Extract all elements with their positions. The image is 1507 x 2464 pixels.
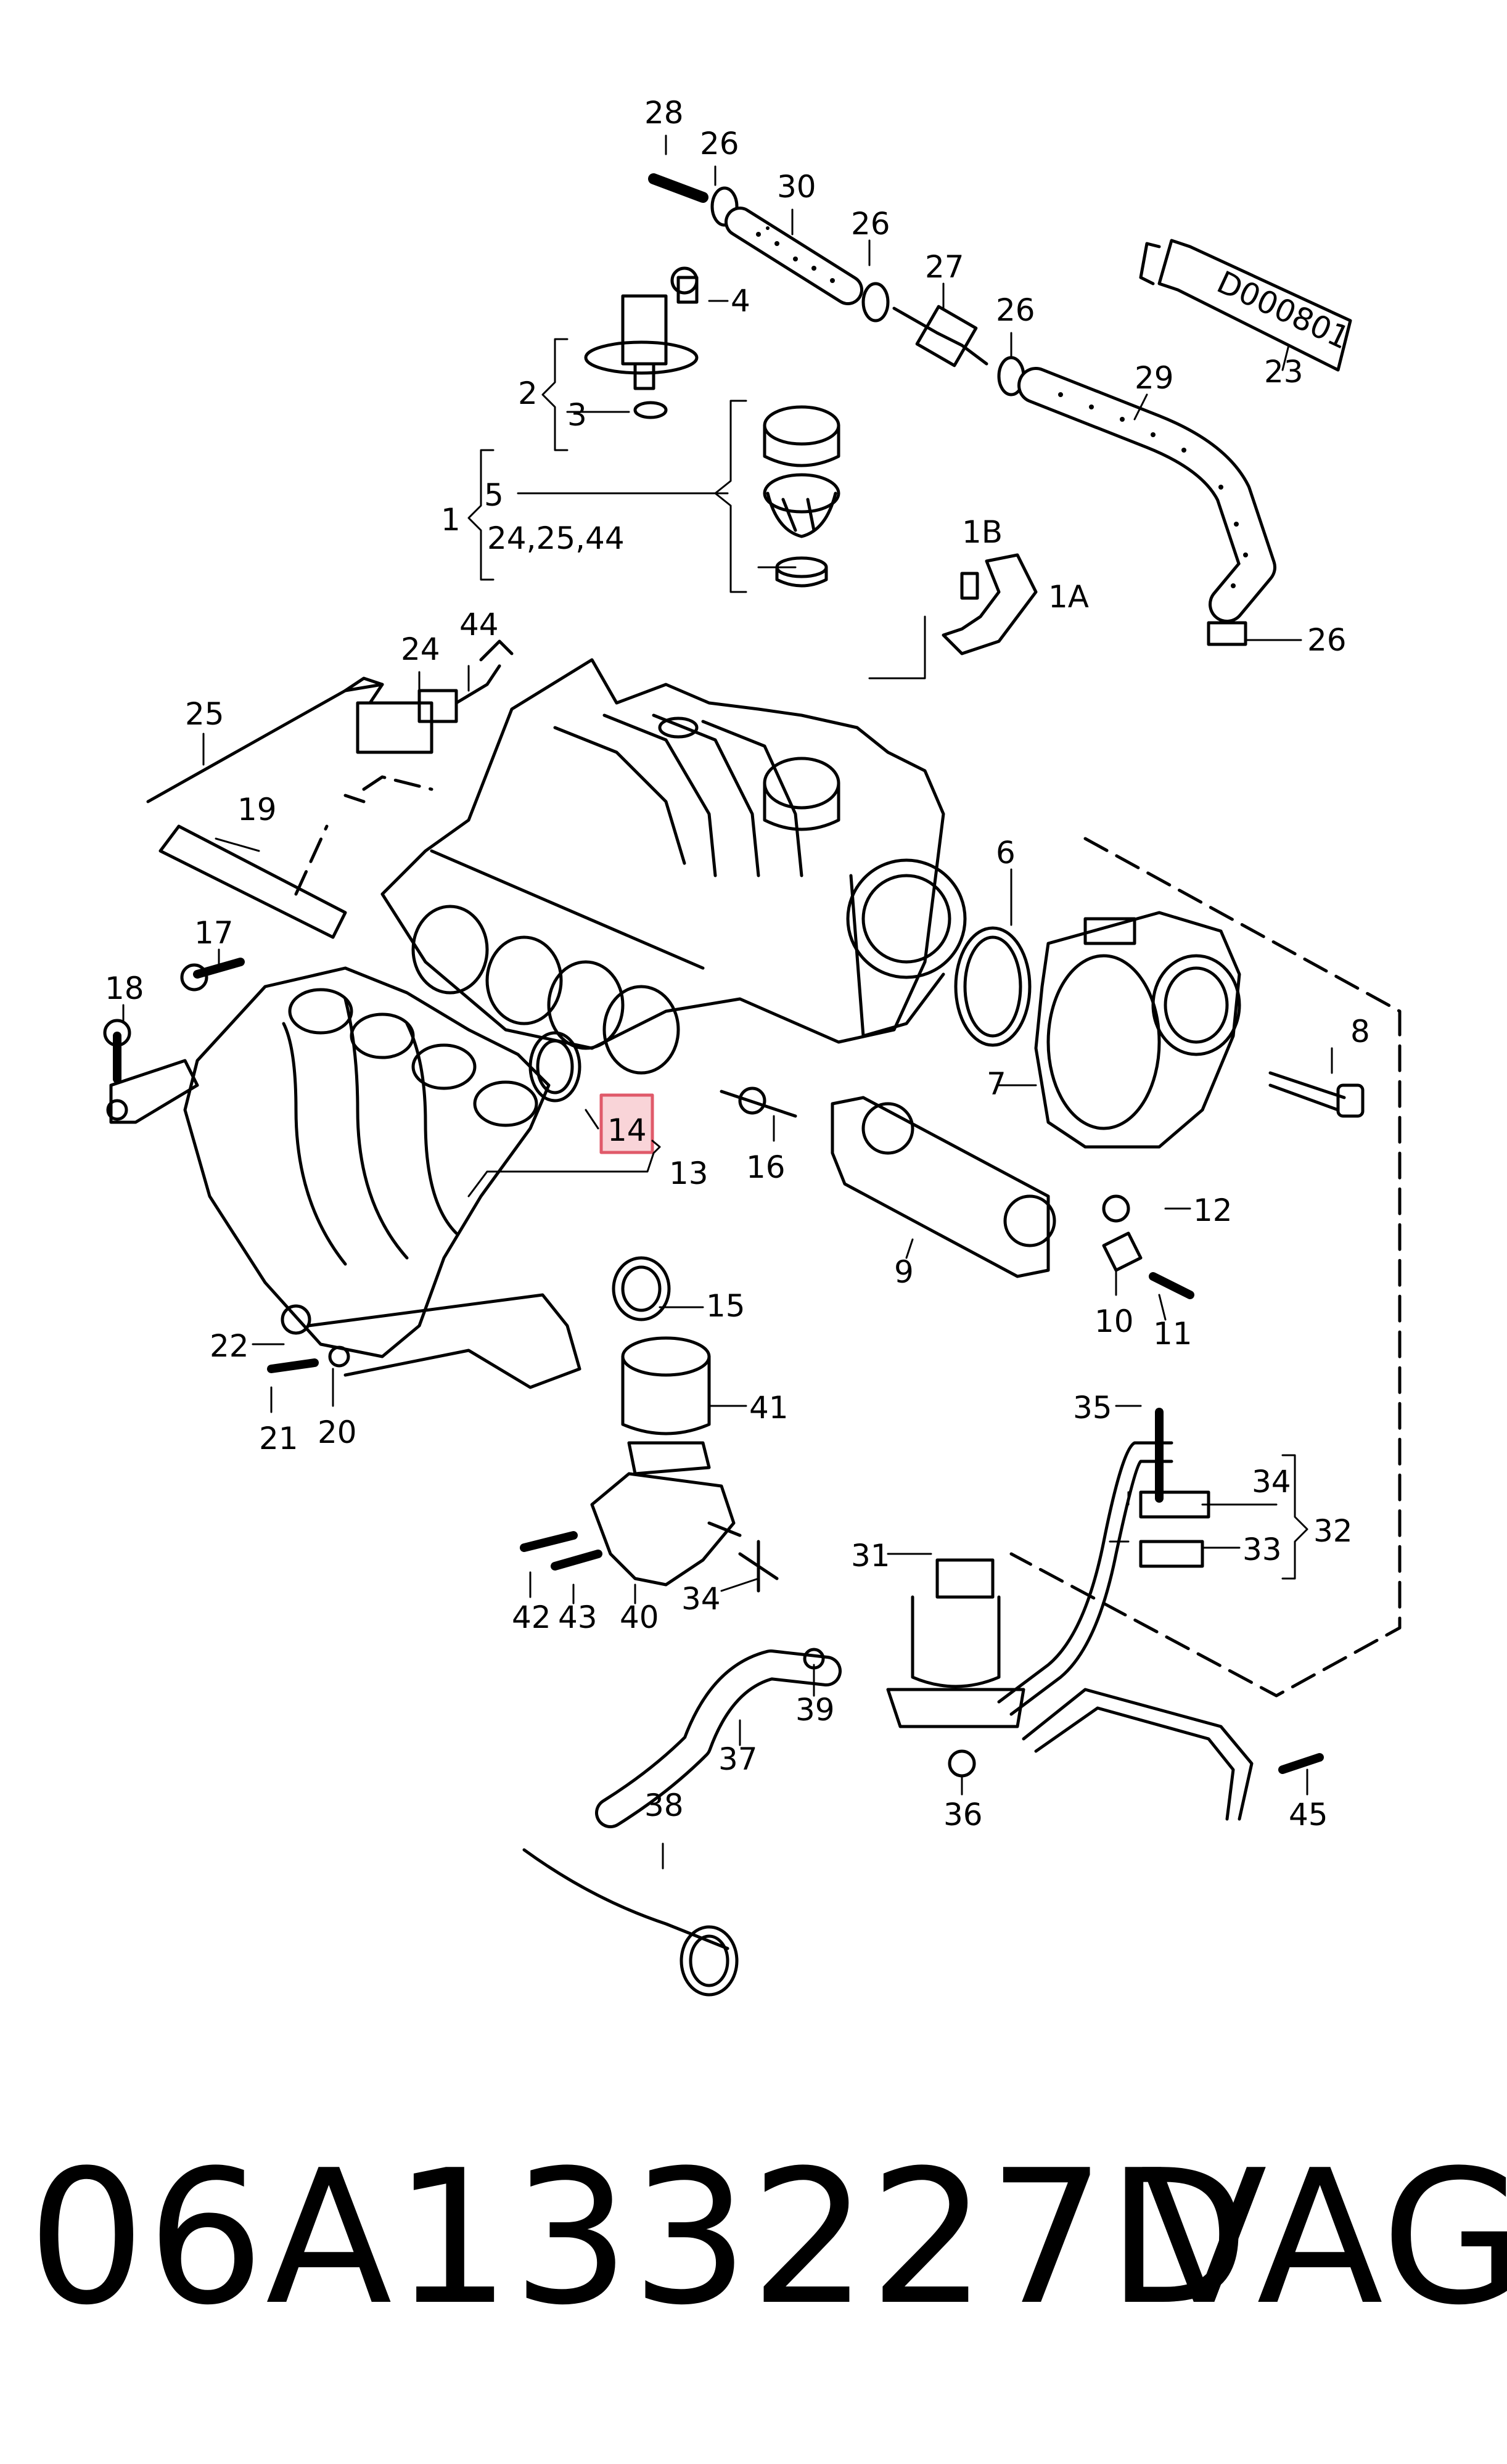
bolt-11 bbox=[1149, 1272, 1194, 1299]
label-23: 23 bbox=[1264, 354, 1304, 390]
valve-41 bbox=[621, 1336, 711, 1476]
label-24: 24 bbox=[401, 631, 440, 667]
label-29: 29 bbox=[1135, 360, 1174, 396]
label-3: 3 bbox=[567, 397, 587, 433]
bolt-21 bbox=[267, 1358, 319, 1373]
bolt-12 bbox=[1102, 1194, 1130, 1223]
label-26: 26 bbox=[851, 206, 890, 242]
egr-valve bbox=[886, 1558, 1025, 1728]
label-5: 5 bbox=[484, 477, 504, 513]
label-31: 31 bbox=[851, 1538, 890, 1574]
label-16: 16 bbox=[746, 1149, 786, 1185]
hose-texture bbox=[756, 226, 1248, 588]
label-13: 13 bbox=[669, 1156, 708, 1191]
bolt-16 bbox=[720, 1090, 797, 1118]
label-27: 27 bbox=[925, 249, 964, 285]
label-10: 10 bbox=[1094, 1304, 1134, 1339]
highlight-box bbox=[599, 1093, 654, 1154]
label-26: 26 bbox=[996, 292, 1035, 328]
label-14: 14 bbox=[607, 1112, 647, 1148]
braces bbox=[467, 338, 1308, 1580]
nut-36 bbox=[948, 1749, 976, 1778]
label-35: 35 bbox=[1073, 1390, 1112, 1426]
label-24-25-44: 24,25,44 bbox=[487, 520, 625, 556]
label-34: 34 bbox=[681, 1581, 721, 1617]
label-37: 37 bbox=[718, 1741, 758, 1777]
coolant-pipe-assembly bbox=[997, 1408, 1324, 1821]
label-9: 9 bbox=[894, 1254, 914, 1290]
label-38: 38 bbox=[644, 1788, 684, 1823]
label-8: 8 bbox=[1350, 1014, 1370, 1049]
label-26: 26 bbox=[700, 126, 739, 162]
seal-ring bbox=[528, 1031, 581, 1103]
label-6: 6 bbox=[996, 835, 1016, 871]
label-34: 34 bbox=[1252, 1464, 1291, 1500]
dashed-frame bbox=[294, 775, 1402, 1698]
label-19: 19 bbox=[237, 792, 277, 827]
coolant-pipe bbox=[306, 1293, 581, 1389]
label-20: 20 bbox=[318, 1415, 357, 1450]
label-15: 15 bbox=[706, 1288, 745, 1324]
label-1A: 1A bbox=[1048, 579, 1089, 615]
label-25: 25 bbox=[185, 696, 224, 732]
part-number: 06A133227D bbox=[28, 2130, 1251, 2346]
bracket bbox=[942, 553, 1038, 655]
label-33: 33 bbox=[1242, 1532, 1282, 1567]
label-4: 4 bbox=[731, 283, 750, 319]
label-43: 43 bbox=[558, 1600, 597, 1635]
gasket bbox=[954, 926, 1032, 1047]
label-17: 17 bbox=[194, 915, 234, 951]
ring-15 bbox=[612, 1256, 671, 1321]
label-11: 11 bbox=[1153, 1316, 1193, 1352]
label-40: 40 bbox=[620, 1600, 659, 1635]
label-7: 7 bbox=[987, 1066, 1006, 1102]
intake-manifold bbox=[380, 658, 967, 1075]
bracket-40 bbox=[520, 1472, 779, 1593]
callout-labels: 28 26 30 26 27 26 29 23 4 2 3 5 1 24,25,… bbox=[105, 95, 1370, 1833]
cap-assembly bbox=[763, 405, 840, 588]
label-2: 2 bbox=[518, 376, 538, 411]
label-1B: 1B bbox=[962, 514, 1003, 550]
lower-manifold bbox=[106, 966, 551, 1358]
label-32: 32 bbox=[1313, 1513, 1353, 1549]
washer-20 bbox=[328, 1345, 350, 1368]
label-41: 41 bbox=[749, 1390, 789, 1426]
label-30: 30 bbox=[777, 169, 816, 205]
label-42: 42 bbox=[512, 1600, 551, 1635]
clip-10 bbox=[1102, 1231, 1143, 1272]
fuel-rail bbox=[831, 1096, 1056, 1278]
label-45: 45 bbox=[1289, 1797, 1328, 1833]
throttle-body bbox=[1034, 911, 1241, 1149]
hose-37 bbox=[522, 1649, 842, 1997]
label-18: 18 bbox=[105, 971, 144, 1006]
label-44: 44 bbox=[459, 607, 499, 643]
label-39: 39 bbox=[795, 1692, 835, 1728]
label-21: 21 bbox=[259, 1421, 298, 1456]
label-22: 22 bbox=[210, 1328, 249, 1364]
label-26: 26 bbox=[1307, 622, 1347, 658]
vacuum-actuator bbox=[146, 639, 514, 803]
brand-label: VAG bbox=[1141, 2130, 1507, 2346]
label-12: 12 bbox=[1193, 1193, 1233, 1228]
leader-lines bbox=[122, 134, 1333, 1870]
label-1: 1 bbox=[441, 502, 461, 538]
pressure-sensor bbox=[584, 266, 699, 419]
label-36: 36 bbox=[943, 1797, 983, 1833]
bolt bbox=[1268, 1071, 1365, 1118]
strip bbox=[158, 824, 347, 939]
label-28: 28 bbox=[644, 95, 684, 131]
sealant-tube: D000801 bbox=[1139, 239, 1355, 372]
